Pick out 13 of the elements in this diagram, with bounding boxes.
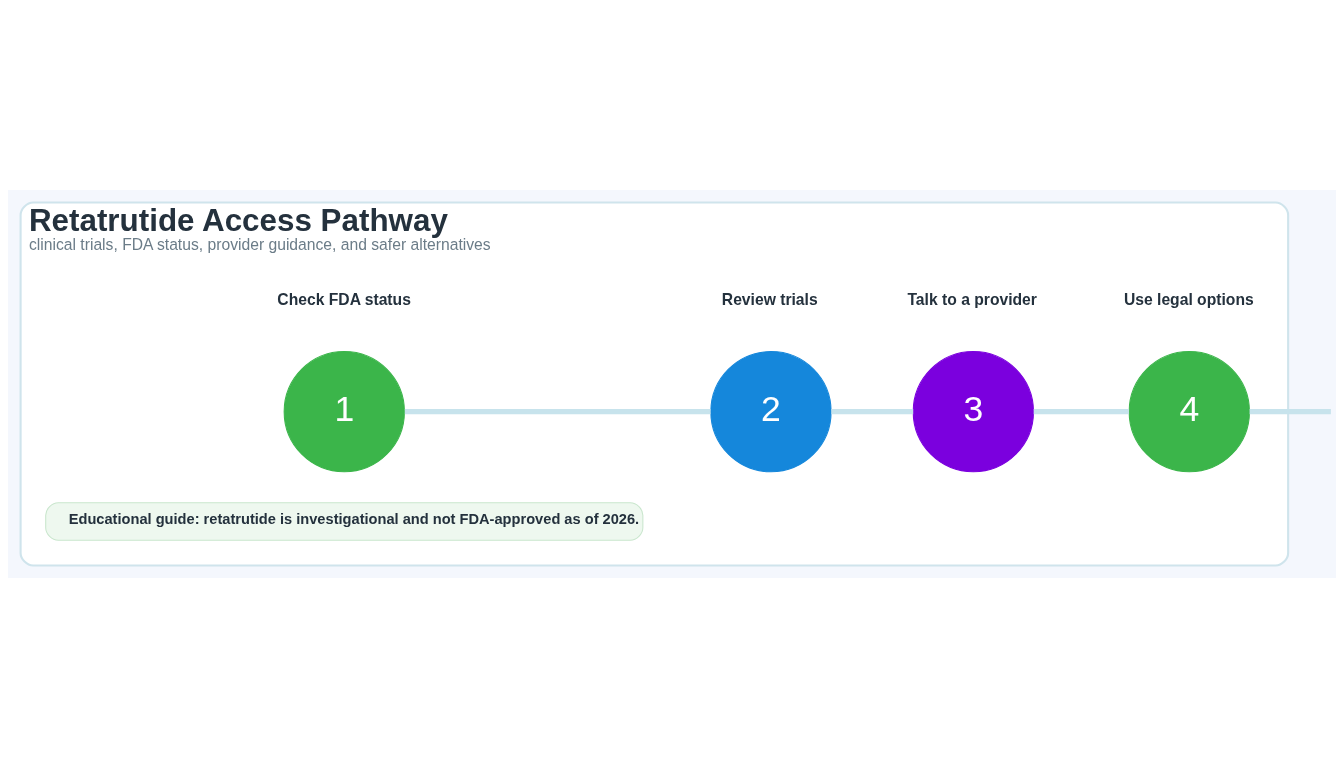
connector	[831, 409, 914, 415]
node-label: Review trials	[721, 290, 818, 308]
node-box: Educational guide: retatrutide is investigational and not FDA-approved as of 2026.	[45, 502, 644, 541]
node-circle: 4	[1128, 351, 1250, 473]
connector	[1033, 409, 1129, 415]
node-label: Use legal options	[1123, 290, 1254, 308]
connector	[404, 409, 711, 415]
node-circle: 2	[710, 351, 832, 473]
connector	[1249, 409, 1331, 415]
node-label: Check FDA status	[277, 290, 411, 308]
node-label: Talk to a provider	[907, 290, 1037, 308]
node-circle: 1	[283, 351, 405, 473]
node-circle: 3	[912, 351, 1034, 473]
